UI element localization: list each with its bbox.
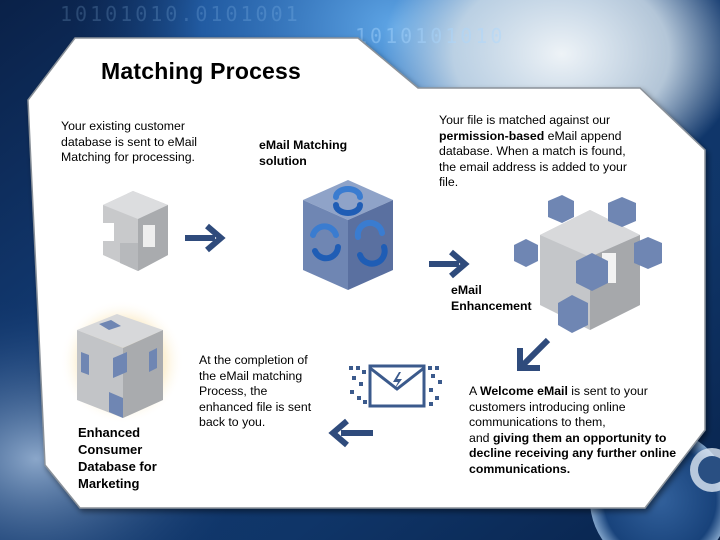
glowing-cube-icon bbox=[60, 300, 184, 424]
label-line-2: Enhancement bbox=[451, 298, 532, 313]
binary-decor-top: 10101010.0101001 bbox=[60, 2, 301, 26]
text-part: and bbox=[469, 430, 493, 445]
arrow-down-left-icon bbox=[517, 337, 551, 371]
text-part: eMail append database. When a match is f… bbox=[439, 128, 627, 190]
text-part: A bbox=[469, 384, 480, 398]
arrow-right-icon bbox=[185, 223, 226, 253]
binary-decor-mid: 1010101010 bbox=[355, 24, 506, 48]
label-line-1: eMail bbox=[451, 283, 482, 297]
page-title: Matching Process bbox=[101, 58, 302, 84]
arrow-left-icon bbox=[328, 418, 373, 448]
text-part: is sent to your customers introducing on… bbox=[469, 384, 648, 429]
enhanced-cluster-cube-icon bbox=[514, 195, 662, 333]
blue-refresh-cube-icon bbox=[303, 180, 393, 290]
arrow-right-icon bbox=[429, 249, 470, 279]
step-matching-solution-label: eMail Matching solution bbox=[259, 138, 389, 169]
step-enhanced-database-label: Enhanced Consumer Database for Marketing bbox=[78, 424, 198, 492]
step-enhancement-label: eMail Enhancement bbox=[451, 283, 561, 314]
step-welcome-email-text: A Welcome eMail is sent to your customer… bbox=[469, 384, 694, 477]
label-line: Enhanced bbox=[78, 425, 141, 440]
step-existing-database-text: Your existing customer database is sent … bbox=[61, 119, 198, 164]
text-bold: Welcome eMail bbox=[479, 384, 568, 398]
label-line-1: eMail Matching bbox=[259, 138, 348, 152]
text-bold: permission-based bbox=[439, 128, 545, 143]
text-part: Your file is matched against our bbox=[439, 113, 611, 127]
step-matched-file-text: Your file is matched against our permiss… bbox=[439, 113, 644, 191]
text-bold: giving them an opportunity to decline re… bbox=[469, 430, 677, 476]
email-envelope-icon bbox=[349, 364, 442, 408]
gray-puzzle-cube-icon bbox=[103, 191, 168, 271]
label-line: Consumer bbox=[78, 442, 143, 457]
label-line: Database for bbox=[78, 459, 157, 474]
label-line-2: solution bbox=[259, 153, 307, 168]
label-line: Marketing bbox=[78, 476, 140, 491]
step-completion-text: At the completion of the eMail matching … bbox=[199, 353, 312, 429]
